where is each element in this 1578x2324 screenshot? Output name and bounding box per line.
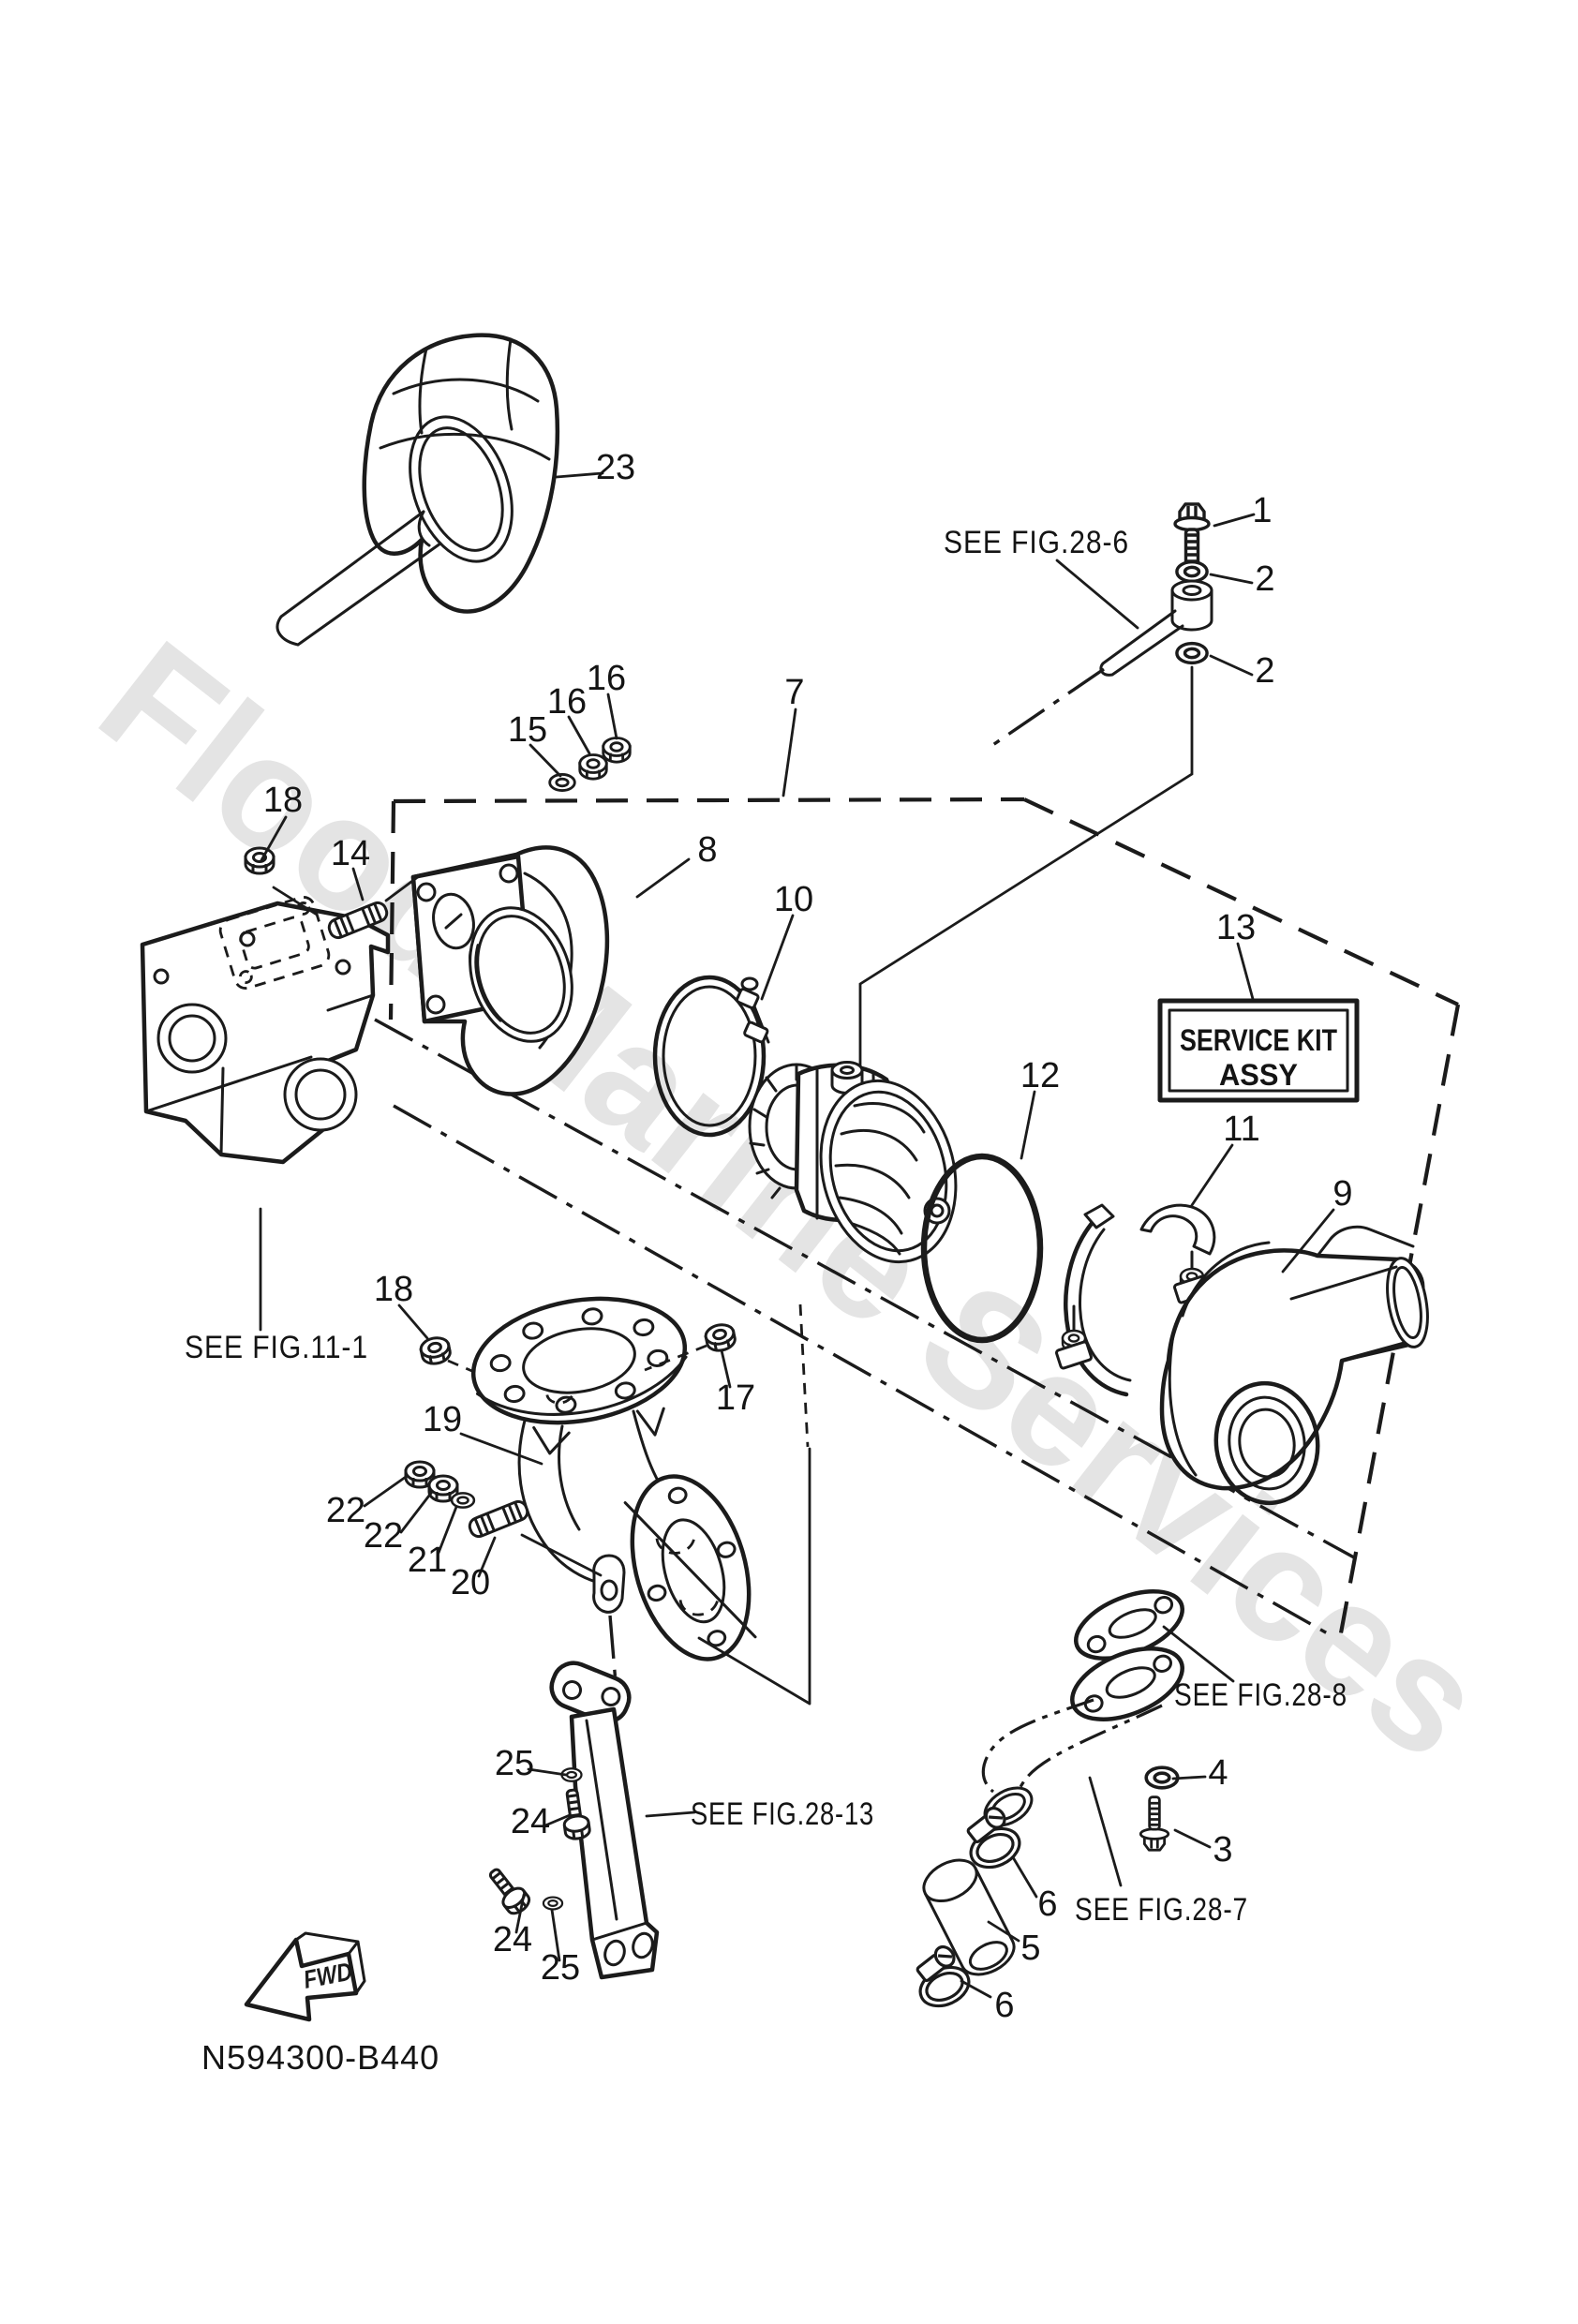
oil-feed-assembly-line bbox=[858, 665, 1194, 1110]
ref-see-fig-28-8: SEE FIG.28-8 bbox=[1174, 1677, 1347, 1713]
part-21-washer bbox=[450, 1492, 476, 1509]
ref-see-fig-11-1: SEE FIG.11-1 bbox=[185, 1330, 368, 1365]
ref-see-fig-28-7: SEE FIG.28-7 bbox=[1075, 1892, 1248, 1928]
callout-2a: 2 bbox=[1255, 559, 1274, 599]
callout-10: 10 bbox=[774, 880, 813, 919]
callout-16a: 16 bbox=[547, 682, 587, 722]
callout-13: 13 bbox=[1216, 908, 1256, 947]
part-25-washer-b bbox=[542, 1896, 564, 1911]
part-1-bolt bbox=[1173, 502, 1211, 571]
part-8-turbine-housing bbox=[410, 845, 610, 1096]
callout-24b: 24 bbox=[493, 1920, 532, 1959]
callout-16b: 16 bbox=[587, 659, 626, 698]
callout-14: 14 bbox=[331, 834, 370, 873]
callout-20: 20 bbox=[451, 1563, 490, 1602]
flange-hidden-line bbox=[798, 1304, 810, 1448]
part-oil-drain-pipe bbox=[981, 1588, 1185, 1827]
callout-22a: 22 bbox=[326, 1491, 365, 1530]
callout-24a: 24 bbox=[511, 1802, 550, 1841]
callout-7: 7 bbox=[784, 673, 804, 712]
part-stay-bracket bbox=[549, 1661, 660, 1980]
part-9-compressor-housing bbox=[1159, 1225, 1429, 1506]
ref-see-fig-28-13: SEE FIG.28-13 bbox=[691, 1796, 874, 1832]
part-18-nut-a bbox=[244, 846, 275, 875]
part-5-hose bbox=[922, 1858, 1016, 1976]
callout-18a: 18 bbox=[263, 781, 303, 820]
service-kit-assy-box: SERVICE KIT ASSY bbox=[1157, 998, 1360, 1103]
part-exhaust-manifold bbox=[140, 901, 391, 1165]
callout-1: 1 bbox=[1252, 491, 1272, 530]
callout-8: 8 bbox=[697, 830, 717, 870]
callout-25a: 25 bbox=[495, 1744, 534, 1783]
part-10-vband-clamp bbox=[652, 975, 770, 1138]
part-16-nut-a bbox=[578, 753, 608, 781]
callout-15: 15 bbox=[508, 710, 547, 750]
part-oil-feed-banjo bbox=[990, 579, 1213, 748]
part-2-washer-lower bbox=[1175, 641, 1209, 665]
part-2-washer-upper bbox=[1175, 559, 1209, 584]
callout-5: 5 bbox=[1020, 1929, 1040, 1968]
part-3-bolt bbox=[1139, 1795, 1170, 1852]
part-19-exhaust-elbow bbox=[470, 1296, 757, 1684]
callout-19: 19 bbox=[423, 1400, 462, 1439]
stud-14-axis-line bbox=[272, 874, 421, 916]
callout-11: 11 bbox=[1223, 1110, 1259, 1149]
part-11-clamp-bracket bbox=[1055, 1203, 1216, 1397]
callout-18b: 18 bbox=[374, 1270, 413, 1309]
part-16-nut-b bbox=[602, 737, 632, 764]
part-23-heat-shield bbox=[275, 333, 560, 647]
leader-lines bbox=[259, 471, 1335, 1999]
callout-12: 12 bbox=[1020, 1056, 1060, 1095]
part-turbo-cartridge bbox=[748, 1061, 958, 1264]
callout-9: 9 bbox=[1332, 1174, 1352, 1214]
service-kit-line1: SERVICE KIT bbox=[1180, 1023, 1337, 1057]
ref-see-fig-28-6: SEE FIG.28-6 bbox=[944, 525, 1129, 560]
callout-17: 17 bbox=[716, 1378, 755, 1418]
callout-2b: 2 bbox=[1255, 651, 1274, 691]
drawing-number: N594300-B440 bbox=[201, 2038, 439, 2077]
callout-25b: 25 bbox=[541, 1948, 580, 1988]
callout-6a: 6 bbox=[1037, 1885, 1057, 1924]
callout-21: 21 bbox=[408, 1541, 447, 1580]
nut-axis-hidden-lines bbox=[447, 1344, 707, 1374]
fwd-arrow: FWD bbox=[244, 1931, 366, 2022]
service-kit-line2: ASSY bbox=[1219, 1058, 1298, 1092]
callout-23: 23 bbox=[596, 448, 635, 487]
callout-3: 3 bbox=[1213, 1830, 1232, 1870]
flange-reference-lines bbox=[697, 1447, 811, 1706]
part-18-nut-b bbox=[417, 1333, 454, 1368]
callout-6b: 6 bbox=[994, 1986, 1014, 2025]
callout-22b: 22 bbox=[364, 1516, 403, 1556]
part-24-bolt-b bbox=[482, 1862, 534, 1919]
part-20-stud bbox=[466, 1497, 531, 1541]
part-15-washer bbox=[548, 773, 576, 792]
part-12-o-ring bbox=[920, 1153, 1044, 1344]
stud-20-axis-line bbox=[520, 1533, 603, 1577]
part-17-nut bbox=[702, 1320, 738, 1355]
callout-4: 4 bbox=[1208, 1753, 1228, 1793]
